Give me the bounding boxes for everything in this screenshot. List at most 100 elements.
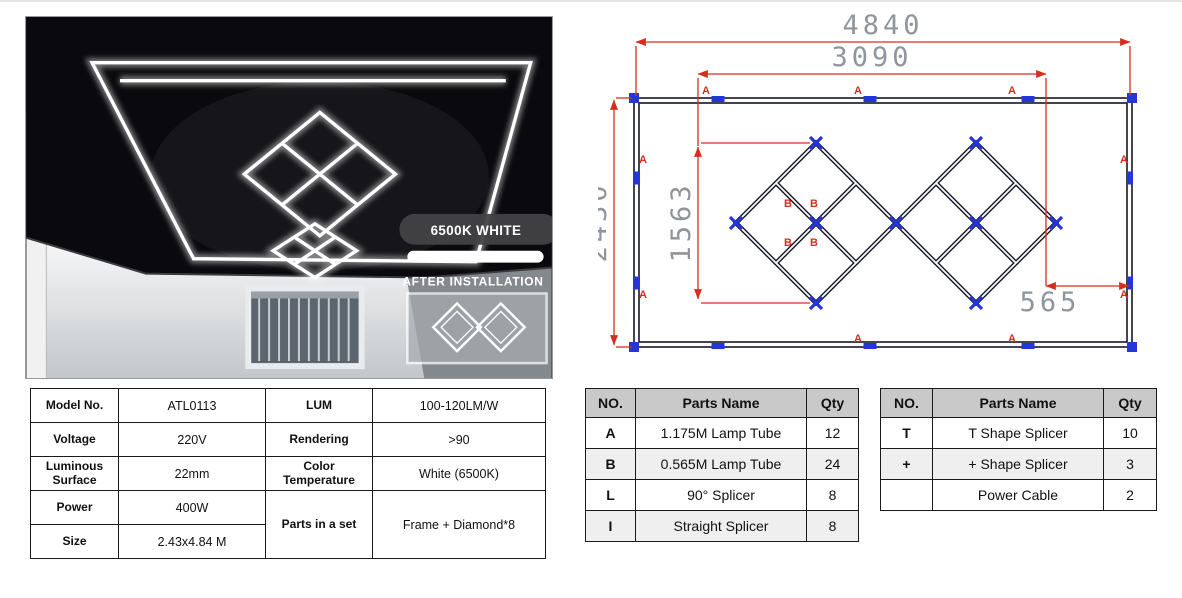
label-a: A [1008, 85, 1016, 97]
part-no: B [585, 448, 636, 480]
installation-photo: 6500K WHITE AFTER INSTALLATION [25, 16, 553, 379]
table-header-row: NO. Parts Name Qty [585, 388, 859, 418]
spec-value: 100-120LM/W [372, 388, 546, 423]
spec-value: Frame + Diamond*8 [372, 490, 546, 559]
installation-photo-render: 6500K WHITE AFTER INSTALLATION [26, 17, 552, 378]
spec-row: Luminous Surface 22mm Color Temperature … [30, 456, 546, 491]
ceiling-edge [26, 236, 552, 279]
label-a: A [702, 85, 710, 97]
spec-row: Power 400W Parts in a set Frame + Diamon… [30, 490, 546, 559]
dimension-lines [610, 38, 1131, 348]
dimension-565-label: 565 [1020, 287, 1081, 318]
dimension-1563-label: 1563 [666, 181, 697, 262]
label-b: B [784, 237, 792, 249]
color-temp-badge: 6500K WHITE [399, 213, 552, 263]
color-temp-label: 6500K WHITE [431, 223, 522, 238]
spec-label: LUM [265, 388, 373, 423]
parts-table-2-container: NO. Parts Name Qty T T Shape Splicer 10 … [880, 388, 1157, 511]
parts-table-1-container: NO. Parts Name Qty A 1.175M Lamp Tube 12… [585, 388, 859, 542]
window-rail [251, 291, 359, 299]
spec-value: 400W [118, 490, 266, 525]
part-qty: 8 [806, 510, 859, 542]
dimension-diagram-svg: 4840 3090 2430 1563 565 A A A A A A A A … [598, 10, 1137, 352]
spec-value: ATL0113 [118, 388, 266, 423]
part-name: 0.565M Lamp Tube [635, 448, 807, 480]
label-b: B [810, 198, 818, 210]
col-header-no: NO. [585, 388, 636, 418]
label-b: B [810, 237, 818, 249]
dimension-diagram: 4840 3090 2430 1563 565 A A A A A A A A … [598, 8, 1168, 380]
part-no: L [585, 479, 636, 511]
part-name: + Shape Splicer [932, 448, 1104, 480]
parts-table-2: NO. Parts Name Qty T T Shape Splicer 10 … [880, 388, 1157, 511]
col-header-no: NO. [880, 388, 933, 418]
after-installation-label: AFTER INSTALLATION [402, 275, 543, 289]
segment-labels-a: A A A A A A A A A [639, 85, 1128, 345]
dimension-3090-label: 3090 [831, 42, 912, 73]
frame-outline [633, 97, 1133, 348]
spec-label: Model No. [30, 388, 119, 423]
label-a: A [854, 85, 862, 97]
label-a: A [1120, 154, 1128, 166]
label-a: A [854, 333, 862, 345]
label-a: A [639, 154, 647, 166]
col-header-qty: Qty [1103, 388, 1157, 418]
led-sample-bar [407, 250, 544, 263]
spec-value: White (6500K) [372, 456, 546, 491]
part-no: T [880, 417, 933, 449]
spec-label: Size [30, 524, 119, 559]
badge-pill [399, 213, 552, 245]
table-row: L 90° Splicer 8 [585, 479, 859, 511]
part-qty: 10 [1103, 417, 1157, 449]
part-name: Straight Splicer [635, 510, 807, 542]
spec-row: Model No. ATL0113 LUM 100-120LM/W [30, 388, 546, 423]
parts-table-1: NO. Parts Name Qty A 1.175M Lamp Tube 12… [585, 388, 859, 542]
spec-value: 220V [118, 422, 266, 457]
window-glass [251, 291, 359, 364]
label-a: A [1120, 289, 1128, 301]
part-qty: 2 [1103, 479, 1157, 511]
dimension-4840-label: 4840 [842, 10, 923, 41]
part-no: + [880, 448, 933, 480]
spec-table: Model No. ATL0113 LUM 100-120LM/W Voltag… [30, 388, 546, 559]
spec-label: Color Temperature [265, 456, 373, 491]
spec-row: Voltage 220V Rendering >90 [30, 422, 546, 457]
spec-label: Voltage [30, 422, 119, 457]
part-name: T Shape Splicer [932, 417, 1104, 449]
spec-row: Size 2.43x4.84 M [30, 524, 546, 559]
spec-value: 22mm [118, 456, 266, 491]
vertex-markers [728, 135, 1064, 311]
part-no [880, 479, 933, 511]
spec-label: Power [30, 490, 119, 525]
part-no: A [585, 417, 636, 449]
part-qty: 3 [1103, 448, 1157, 480]
spec-table-container: Model No. ATL0113 LUM 100-120LM/W Voltag… [30, 388, 546, 559]
part-name: Power Cable [932, 479, 1104, 511]
table-row: B 0.565M Lamp Tube 24 [585, 448, 859, 480]
segment-labels-b: B B B B [784, 198, 818, 249]
dimension-2430-label: 2430 [598, 181, 613, 262]
spec-value: 2.43x4.84 M [118, 524, 266, 559]
part-name: 1.175M Lamp Tube [635, 417, 807, 449]
table-header-row: NO. Parts Name Qty [880, 388, 1157, 418]
window [245, 285, 365, 370]
table-row: + + Shape Splicer 3 [880, 448, 1157, 480]
table-row: T T Shape Splicer 10 [880, 417, 1157, 449]
label-a: A [639, 289, 647, 301]
col-header-parts-name: Parts Name [635, 388, 807, 418]
label-a: A [1008, 333, 1016, 345]
part-qty: 24 [806, 448, 859, 480]
label-b: B [784, 198, 792, 210]
table-row: A 1.175M Lamp Tube 12 [585, 417, 859, 449]
part-qty: 12 [806, 417, 859, 449]
pattern-logo-box [406, 292, 548, 365]
part-name: 90° Splicer [635, 479, 807, 511]
table-row: Power Cable 2 [880, 479, 1157, 511]
col-header-qty: Qty [806, 388, 859, 418]
spec-label: Parts in a set [265, 490, 373, 559]
part-no: I [585, 510, 636, 542]
col-header-parts-name: Parts Name [932, 388, 1104, 418]
spec-value: >90 [372, 422, 546, 457]
spec-label: Rendering [265, 422, 373, 457]
